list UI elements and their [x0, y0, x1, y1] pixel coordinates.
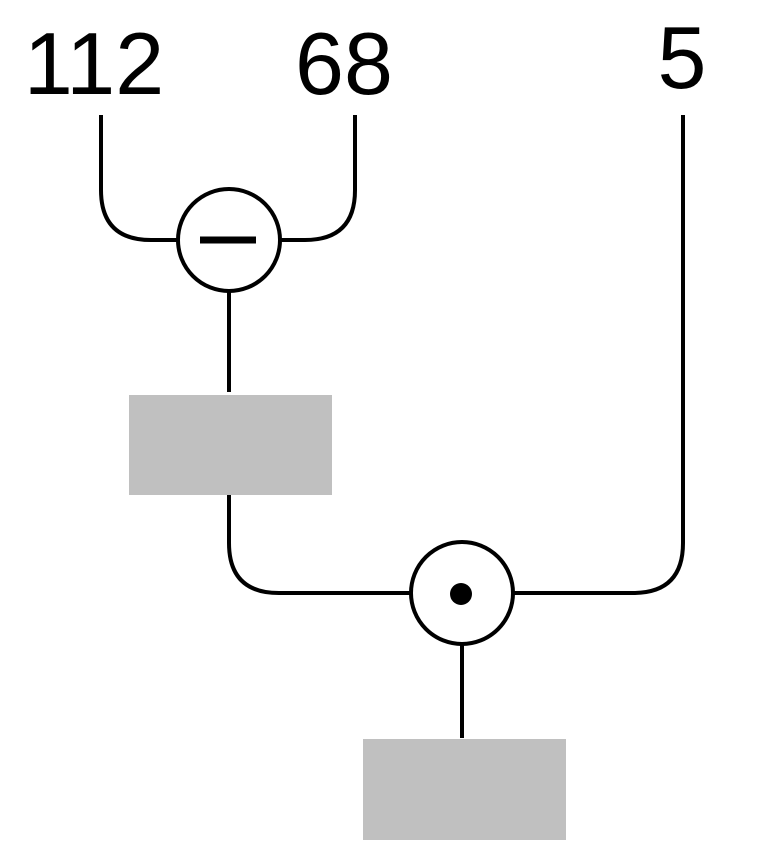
- input-number-5: 5: [658, 8, 707, 107]
- wire-5-to-dot: [513, 115, 685, 595]
- answer-box-product[interactable]: [363, 739, 566, 840]
- wire-box1-to-dot: [227, 495, 411, 595]
- answer-box-difference[interactable]: [129, 395, 332, 495]
- minus-operator: [176, 187, 282, 293]
- dot-icon: [450, 583, 472, 605]
- dot-operator: [409, 540, 515, 646]
- input-number-112: 112: [24, 14, 164, 113]
- wire-112-to-minus: [99, 115, 178, 242]
- wire-68-to-minus: [280, 115, 357, 242]
- input-number-68: 68: [295, 14, 393, 113]
